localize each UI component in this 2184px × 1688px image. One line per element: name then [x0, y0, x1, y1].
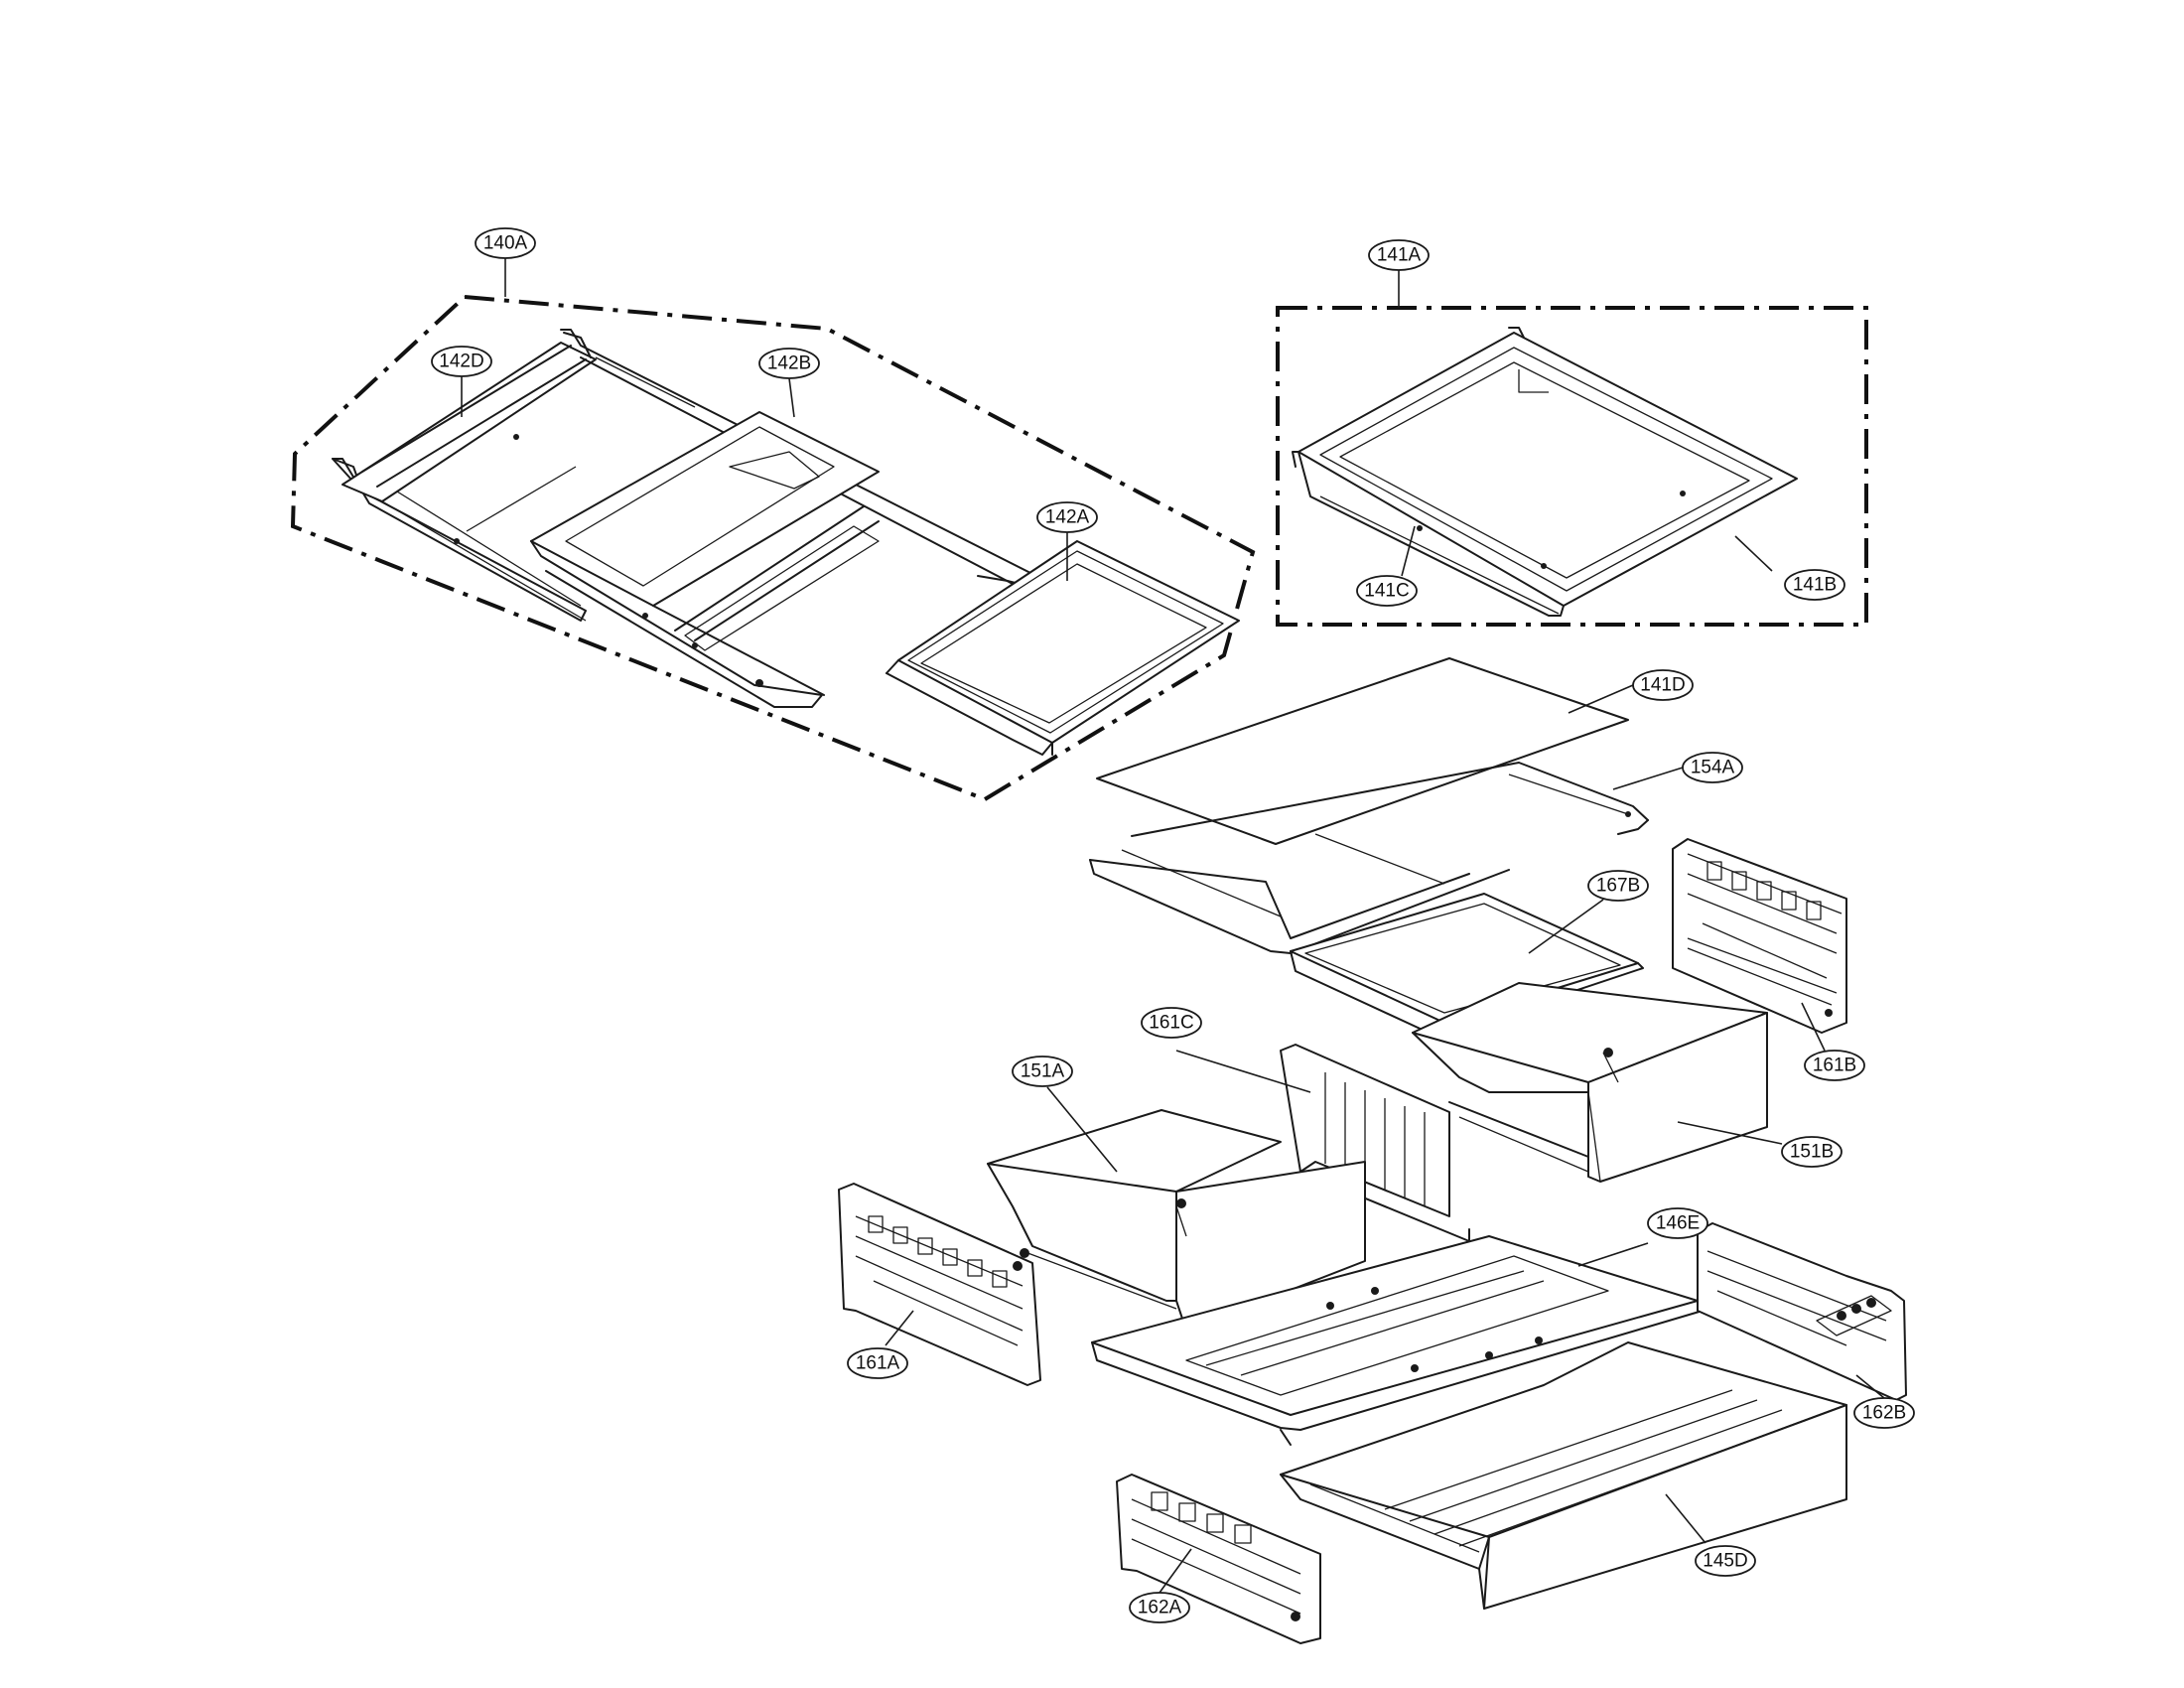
callout-146e-label: 146E [1656, 1213, 1700, 1234]
callout-154a-label: 154A [1691, 758, 1735, 778]
part-161a-side-bracket [838, 1183, 1041, 1386]
callout-162a-label: 162A [1138, 1598, 1182, 1618]
callout-141b: 141B [1784, 569, 1845, 601]
callout-151a: 151A [1012, 1055, 1073, 1087]
callout-141d: 141D [1632, 669, 1694, 701]
callout-142d: 142D [431, 346, 492, 377]
callout-161a: 161A [847, 1347, 908, 1379]
callout-161a-label: 161A [856, 1353, 900, 1374]
callout-161c-label: 161C [1149, 1013, 1193, 1034]
group-140a-outline [290, 295, 1256, 802]
callout-141a: 141A [1368, 239, 1430, 271]
part-142b-shelf-frame [530, 411, 880, 708]
callout-141a-label: 141A [1377, 245, 1422, 266]
part-141b-shelf [1292, 327, 1798, 617]
callout-162b: 162B [1853, 1397, 1915, 1429]
part-151b-crisper-drawer [1412, 982, 1768, 1183]
callout-161c: 161C [1141, 1007, 1202, 1039]
callout-142a: 142A [1036, 501, 1098, 533]
part-154a-crisper-cover [1089, 762, 1649, 954]
callout-142a-label: 142A [1045, 507, 1090, 528]
callout-161b-label: 161B [1813, 1055, 1856, 1076]
part-142a-shelf-glass [886, 540, 1240, 756]
callout-167b: 167B [1587, 870, 1649, 902]
callout-162a: 162A [1129, 1592, 1190, 1623]
part-162b-rail-bracket [1697, 1222, 1907, 1401]
part-141d-glass-panel [1096, 657, 1629, 845]
part-162a-lower-bracket [1116, 1474, 1321, 1644]
part-151a-crisper-drawer [987, 1109, 1366, 1332]
callout-162b-label: 162B [1862, 1403, 1906, 1424]
callout-167b-label: 167B [1596, 876, 1640, 897]
part-145d-drawer-tray [1280, 1341, 1847, 1610]
callout-146e: 146E [1647, 1207, 1708, 1239]
callout-154a: 154A [1682, 752, 1743, 783]
callout-142d-label: 142D [439, 352, 483, 372]
callout-161b: 161B [1804, 1050, 1865, 1081]
group-141a-outline [1276, 306, 1868, 627]
part-161b-side-bracket [1672, 838, 1847, 1034]
callout-142b: 142B [758, 348, 820, 379]
callout-141b-label: 141B [1793, 575, 1837, 596]
part-142d-shelf-frame [332, 332, 597, 622]
callout-151a-label: 151A [1021, 1061, 1065, 1082]
callout-141d-label: 141D [1640, 675, 1685, 696]
callout-151b-label: 151B [1790, 1142, 1834, 1163]
callout-141c: 141C [1356, 575, 1418, 607]
callout-142b-label: 142B [767, 353, 811, 374]
leader-lines [461, 257, 1885, 1594]
callout-141c-label: 141C [1364, 581, 1409, 602]
callout-151b: 151B [1781, 1136, 1843, 1168]
callout-145d: 145D [1695, 1545, 1756, 1577]
callout-140a-label: 140A [483, 233, 528, 254]
callout-145d-label: 145D [1703, 1551, 1747, 1572]
callout-140a: 140A [475, 227, 536, 259]
